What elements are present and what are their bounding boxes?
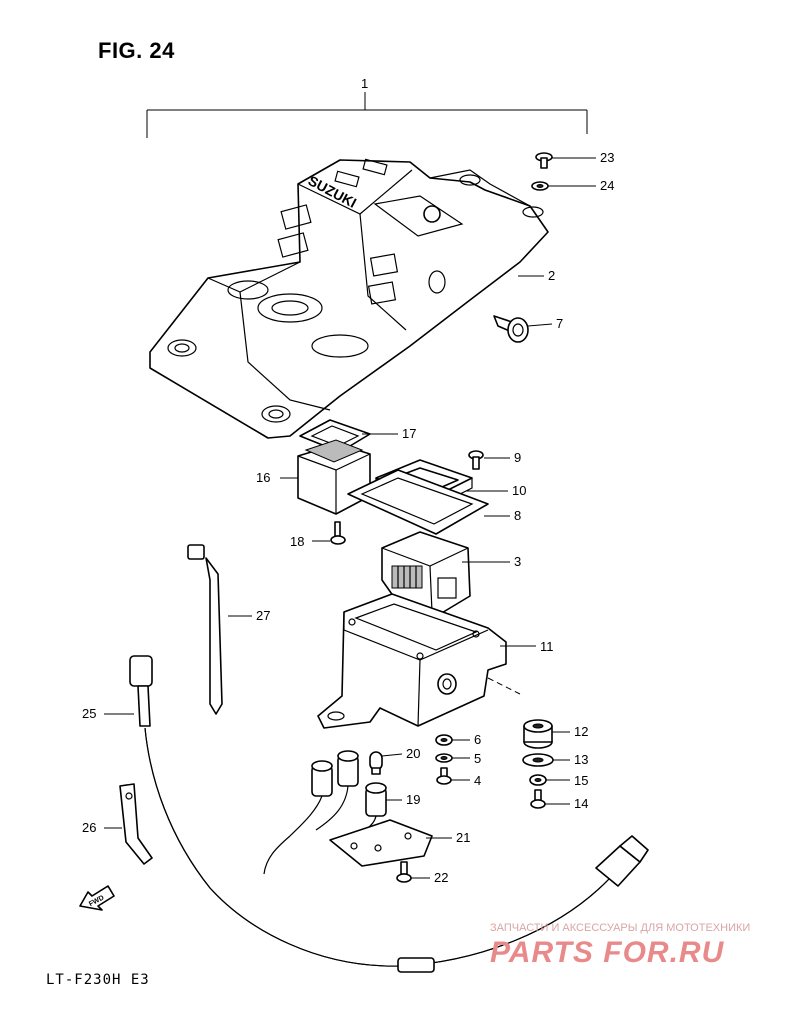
callout-1: 1 (361, 76, 368, 91)
callout-13: 13 (574, 752, 588, 767)
screw-4 (436, 767, 452, 785)
callout-18: 18 (290, 534, 304, 549)
callout-27: 27 (256, 608, 270, 623)
screw-18 (330, 521, 346, 545)
callout-6: 6 (474, 732, 481, 747)
callout-20: 20 (406, 746, 420, 761)
leader-lines (104, 157, 596, 879)
callout-14: 14 (574, 796, 588, 811)
meter-case-11 (317, 593, 507, 729)
callout-22: 22 (434, 870, 448, 885)
nut-15 (529, 774, 547, 786)
callout-8: 8 (514, 508, 521, 523)
screw-23 (535, 152, 553, 169)
gasket-8 (347, 469, 489, 535)
callout-3: 3 (514, 554, 521, 569)
screw-22 (396, 861, 412, 883)
callout-5: 5 (474, 751, 481, 766)
callout-7: 7 (556, 316, 563, 331)
speedometer-meter-3 (381, 531, 471, 631)
clamp-26 (119, 783, 153, 865)
assembly-bracket-1 (146, 92, 588, 138)
callout-9: 9 (514, 450, 521, 465)
bolt-14 (530, 789, 546, 809)
callout-19: 19 (406, 792, 420, 807)
bulb-20 (369, 751, 383, 775)
harness-plate-21 (329, 819, 433, 867)
callout-23: 23 (600, 150, 614, 165)
washer-13 (522, 753, 554, 767)
callout-4: 4 (474, 773, 481, 788)
callout-26: 26 (82, 820, 96, 835)
dash-line-12 (487, 677, 521, 695)
callout-25: 25 (82, 706, 96, 721)
reset-knob (493, 315, 529, 343)
indicator-housing-16 (297, 439, 371, 515)
callout-21: 21 (456, 830, 470, 845)
washer-5 (435, 753, 453, 763)
fwd-arrow-icon: FWD (79, 885, 115, 911)
grommet-12 (523, 719, 553, 749)
washer-24 (531, 181, 549, 191)
callout-15: 15 (574, 773, 588, 788)
nut-6 (435, 734, 453, 746)
cable-tie-27 (187, 544, 223, 715)
callout-2: 2 (548, 268, 555, 283)
callout-17: 17 (402, 426, 416, 441)
instrument-cover: SUZUKI (149, 158, 549, 439)
callout-11: 11 (540, 639, 554, 654)
callout-labels: 1 2 3 4 5 6 7 8 9 10 11 12 13 14 15 16 1… (82, 76, 614, 885)
watermark-tagline: ЗАПЧАСТИ И АКСЕССУАРЫ ДЛЯ МОТОТЕХНИКИ (490, 922, 751, 934)
figure-title: FIG. 24 (98, 38, 175, 63)
watermark-logo: PARTS FOR.RU (490, 936, 725, 969)
model-code: LT-F230H E3 (46, 972, 150, 988)
callout-10: 10 (512, 483, 526, 498)
speedometer-cable-25 (129, 655, 649, 973)
callout-12: 12 (574, 724, 588, 739)
callout-16: 16 (256, 470, 270, 485)
screw-9 (468, 450, 484, 470)
callout-24: 24 (600, 178, 614, 193)
